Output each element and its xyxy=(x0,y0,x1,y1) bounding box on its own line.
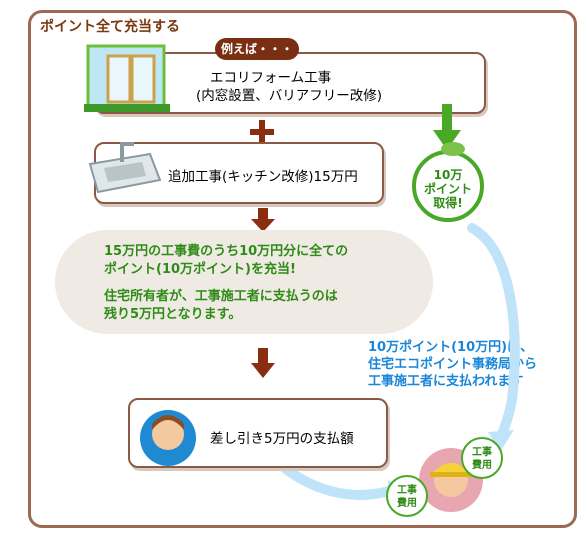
cost-badge-1-line-2: 費用 xyxy=(472,460,492,471)
points-badge: 10万 ポイント 取得! xyxy=(412,150,484,222)
cost-badge-2-line-1: 工事 xyxy=(397,485,417,496)
owner-avatar xyxy=(140,410,196,466)
badge-line-2: ポイント xyxy=(423,182,472,196)
explanation-line-3: 住宅所有者が、工事施工者に支払うのは xyxy=(104,289,338,304)
down-arrow-2 xyxy=(251,348,275,378)
leaf-icon xyxy=(441,142,465,156)
contractor-avatar xyxy=(419,448,483,512)
cost-badge-2: 工事 費用 xyxy=(386,475,428,517)
badge-line-3: 取得! xyxy=(433,196,463,210)
result-label: 差し引き5万円の支払額 xyxy=(210,431,354,447)
down-arrow-green xyxy=(433,104,461,150)
reform-line-1: エコリフォーム工事 xyxy=(210,70,332,86)
kitchen-label: 追加工事(キッチン改修)15万円 xyxy=(168,169,358,185)
window-illustration xyxy=(84,44,170,112)
explanation-line-2: ポイント(10万ポイント)を充当! xyxy=(104,262,296,277)
plus-icon xyxy=(250,120,274,144)
badge-line-1: 10万 xyxy=(433,168,463,182)
office-note-line-1: 10万ポイント(10万円)は、 xyxy=(368,340,534,355)
office-note-line-2: 住宅エコポイント事務局から xyxy=(368,357,538,372)
explanation-line-4: 残り5万円となります。 xyxy=(104,307,242,322)
kitchen-illustration xyxy=(88,142,162,194)
cost-badge-1-line-1: 工事 xyxy=(472,447,492,458)
frame-title: ポイント全て充当する xyxy=(40,19,180,35)
office-note-line-3: 工事施工者に支払われます xyxy=(368,374,524,389)
explanation-oval xyxy=(55,230,433,334)
explanation-line-1: 15万円の工事費のうち10万円分に全ての xyxy=(104,244,349,259)
cost-badge-2-line-2: 費用 xyxy=(397,498,417,509)
example-pill: 例えば・・・ xyxy=(215,38,299,60)
cost-badge-1: 工事 費用 xyxy=(461,437,503,479)
reform-line-2: (内窓設置、バリアフリー改修) xyxy=(196,88,383,104)
down-arrow-1 xyxy=(251,208,275,232)
